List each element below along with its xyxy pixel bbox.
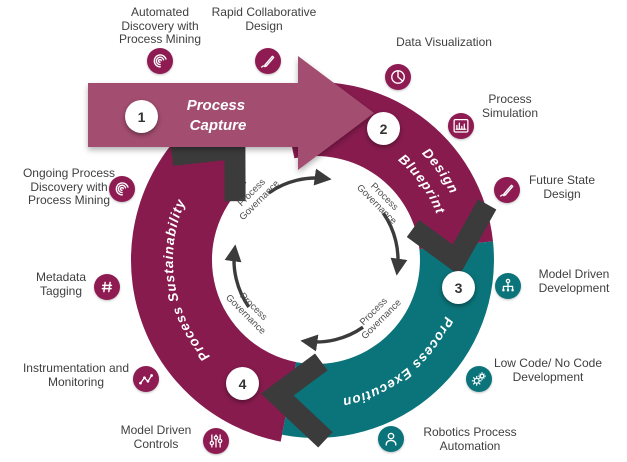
gears-icon: [466, 366, 492, 392]
step-4-badge: 4: [226, 367, 259, 400]
pen-icon: [494, 177, 520, 203]
chevron-execution-to-sustainability: [261, 353, 333, 448]
bar-chart-icon: [448, 113, 474, 139]
label-data-visualization: Data Visualization: [396, 35, 492, 49]
arc-process-execution: [282, 241, 494, 438]
sliders-icon: [203, 428, 229, 454]
step-1-number: 1: [137, 108, 146, 125]
step-2-number: 2: [379, 120, 388, 137]
hashtag-icon: [94, 274, 120, 300]
governance-arc-left: [224, 244, 251, 308]
flow-chevrons: [170, 136, 497, 448]
step-3-number: 3: [454, 279, 463, 296]
chevron-blueprint-to-execution: [406, 199, 497, 276]
process-mining-icon: [147, 48, 173, 74]
step-4-number: 4: [238, 375, 247, 392]
process-mining-icon: [109, 176, 135, 202]
hierarchy-icon: [495, 273, 521, 299]
process-capture-arrow: Process Capture: [88, 56, 374, 170]
governance-arc-top: [268, 168, 332, 195]
arc-process-sustainability: [130, 122, 297, 442]
chevron-sustainability-to-capture: [170, 136, 246, 202]
governance-arc-right: [381, 212, 408, 276]
governance-arc-bottom: [300, 325, 364, 352]
network-icon: [133, 366, 159, 392]
governance-labels: ProcessGovernance ProcessGovernance Proc…: [223, 177, 404, 342]
governance-cycle-arrows: [224, 168, 408, 352]
brush-icon: [255, 48, 281, 74]
person-icon: [378, 426, 404, 452]
step-2-badge: 2: [367, 112, 400, 145]
step-3-badge: 3: [442, 271, 475, 304]
process-capture-label: Process Capture: [187, 97, 250, 134]
pie-chart-icon: [385, 64, 411, 90]
step-1-badge: 1: [125, 100, 158, 133]
